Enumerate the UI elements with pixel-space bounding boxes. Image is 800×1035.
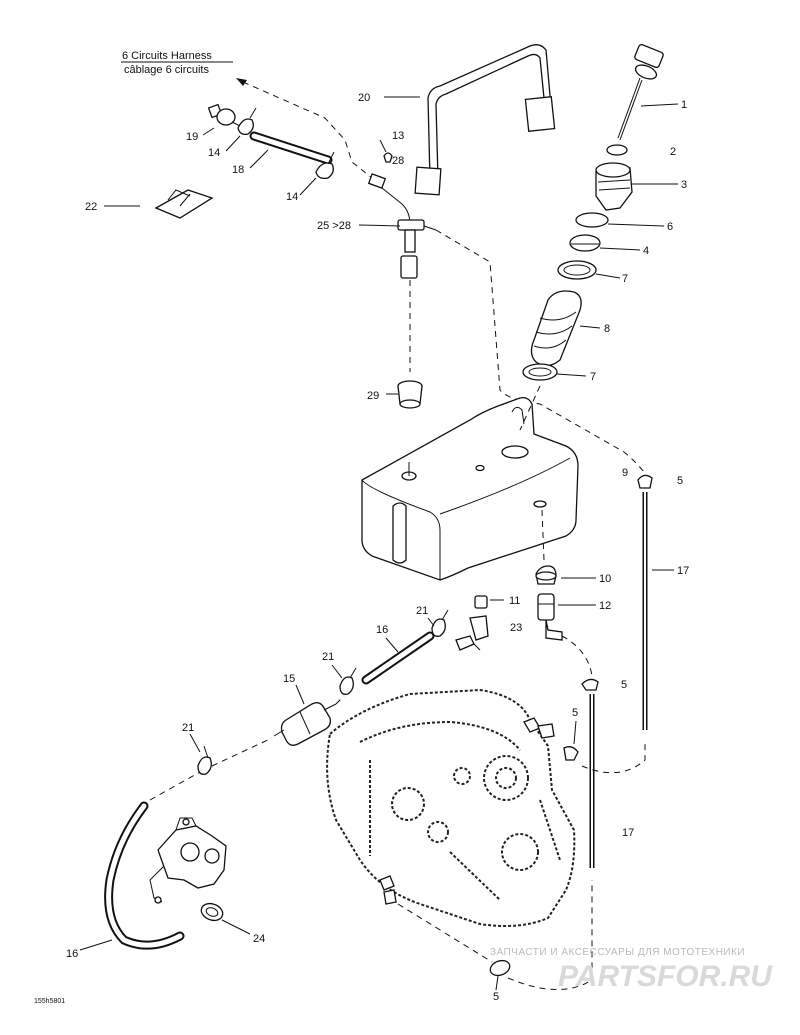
filler-cap [617, 43, 664, 141]
callouts: 1 2 3 6 4 7 8 7 20 13 28 19 14 18 14 22 … [66, 92, 689, 1003]
fuel-tank [361, 396, 579, 581]
plug [469, 595, 489, 651]
diagram-code: 155h5801 [34, 998, 65, 1005]
engine-outline [326, 688, 576, 927]
callout-20: 20 [358, 92, 370, 104]
callout-16-upper: 16 [376, 624, 388, 636]
watermark: ЗАПЧАСТИ И АКСЕССУАРЫ ДЛЯ МОТОТЕХНИКИ PA… [490, 947, 773, 993]
callout-5-bottom: 5 [493, 991, 499, 1003]
clamp-21-c [197, 745, 212, 775]
callout-21-c: 21 [182, 722, 194, 734]
callout-29: 29 [367, 390, 379, 402]
callout-2: 2 [670, 146, 676, 158]
callout-10: 10 [599, 573, 611, 585]
o-ring [606, 144, 628, 156]
support-bracket [414, 44, 556, 196]
fitting-5-engine [523, 717, 579, 761]
callout-3: 3 [681, 179, 687, 191]
grommet [397, 380, 423, 409]
callout-8: 8 [604, 323, 610, 335]
callout-24: 24 [253, 933, 265, 945]
callout-22: 22 [85, 201, 97, 213]
watermark-logo: PARTSFOR.RU [558, 960, 773, 993]
clamp-21-a [431, 609, 449, 637]
harness-label: 6 Circuits Harness câblage 6 circuits [121, 50, 233, 76]
fuel-hose-lower [104, 801, 185, 950]
harness-arrow [236, 78, 373, 179]
callout-21-b: 21 [322, 651, 334, 663]
watermark-line1: ЗАПЧАСТИ И АКСЕССУАРЫ ДЛЯ МОТОТЕХНИКИ [490, 947, 745, 958]
leader-lines [79, 96, 679, 991]
callout-17-lower: 17 [622, 827, 634, 839]
clamp-lower [522, 363, 558, 381]
callout-7-lower: 7 [590, 371, 596, 383]
vent-tube [249, 131, 333, 165]
callout-15: 15 [283, 673, 295, 685]
callout-16-lower: 16 [66, 948, 78, 960]
clamp-upper [557, 260, 597, 280]
outlet-grommet [535, 565, 557, 585]
fuel-hose-upper [361, 631, 435, 685]
clip-upper [237, 107, 257, 136]
callout-17-upper: 17 [677, 565, 689, 577]
callout-18: 18 [232, 164, 244, 176]
filler-neck [595, 162, 633, 211]
clip-lower [315, 151, 335, 180]
fuel-sensor [367, 152, 437, 279]
callout-21-a: 21 [416, 605, 428, 617]
callout-14-upper: 14 [208, 147, 220, 159]
callout-13: 13 [392, 130, 404, 142]
callout-23: 23 [510, 622, 522, 634]
gasket [575, 212, 609, 228]
callout-1: 1 [681, 99, 687, 111]
callout-5-upper: 5 [677, 475, 683, 487]
fitting-bottom [379, 875, 397, 905]
callout-4: 4 [643, 245, 649, 257]
vent-line-right [637, 474, 653, 730]
strap [154, 189, 214, 219]
clamp-21-b [339, 667, 357, 695]
elbow-fitting [455, 635, 475, 651]
callout-9: 9 [622, 467, 628, 479]
callout-14-lower: 14 [286, 191, 298, 203]
clamp-5-bottom [489, 959, 511, 977]
callout-25-28: 25 >28 [317, 220, 351, 232]
callout-12: 12 [599, 600, 611, 612]
callout-6: 6 [667, 221, 673, 233]
callout-11: 11 [509, 595, 520, 607]
harness-label-line1: 6 Circuits Harness [122, 50, 212, 62]
callout-7-upper: 7 [622, 273, 628, 285]
callout-19: 19 [186, 131, 198, 143]
fuel-pump [149, 817, 227, 904]
nut [569, 234, 601, 252]
fuel-filter [273, 702, 337, 746]
filler-hose [530, 290, 582, 367]
check-valve [207, 103, 245, 129]
callout-5-middle: 5 [621, 679, 627, 691]
supply-line-right [581, 678, 599, 868]
fuel-valve [537, 593, 563, 641]
clamp-24 [200, 902, 224, 922]
harness-label-line2: câblage 6 circuits [124, 64, 209, 76]
callout-5-engine: 5 [572, 707, 578, 719]
callout-28: 28 [392, 155, 404, 167]
